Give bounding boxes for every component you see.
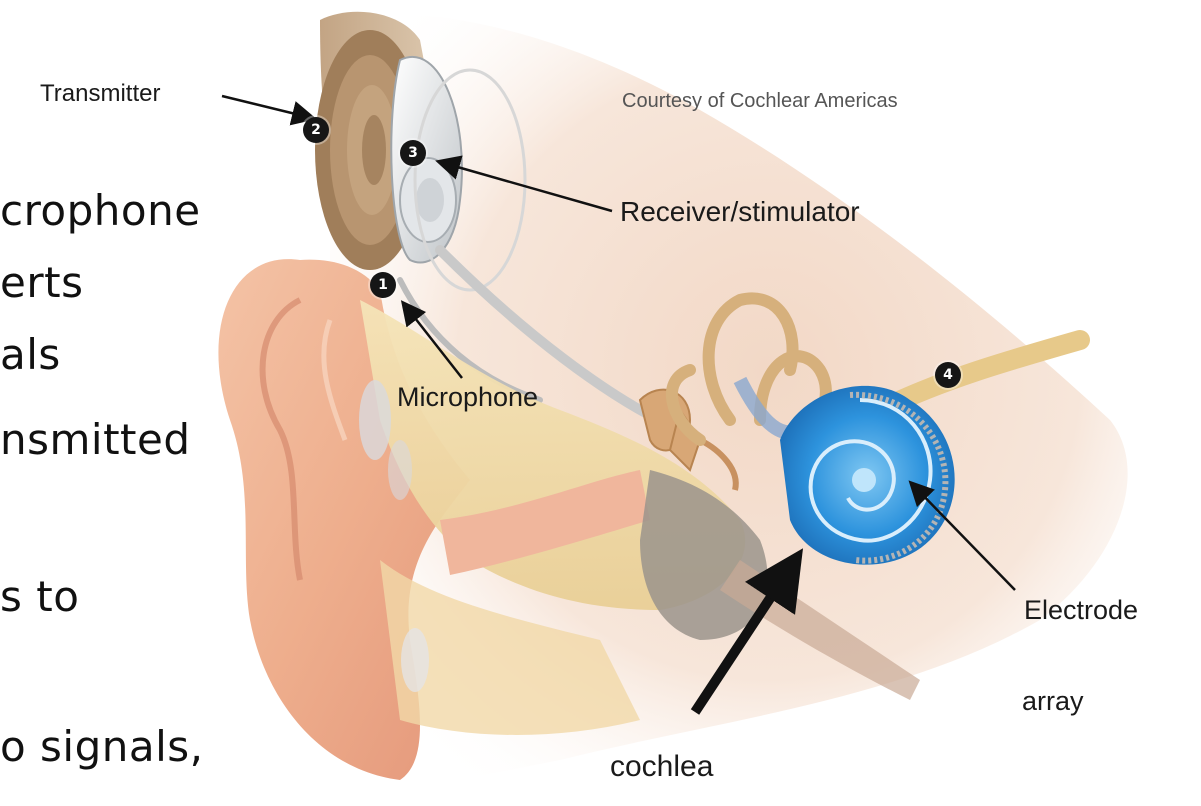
courtesy-credit: Courtesy of Cochlear Americas [622,90,898,113]
slide-text-line-2: erts [0,262,83,304]
slide-text-line-3: als [0,334,61,376]
marker-receiver: 3 [400,140,426,166]
slide-text-line-4: nsmitted [0,419,191,461]
slide-text-line-1: crophone [0,190,201,232]
slide-text-line-6: o signals, [0,726,204,768]
cochlea-label: cochlea [610,750,713,784]
slide-text-line-5: s to [0,576,79,618]
marker-microphone: 1 [370,272,396,298]
marker-electrode-lead: 4 [935,362,961,388]
marker-transmitter: 2 [303,117,329,143]
electrode-label-line2: array [1022,686,1084,717]
transmitter-label: Transmitter [40,80,160,108]
microphone-label: Microphone [397,382,538,413]
receiver-stimulator-label: Receiver/stimulator [620,196,860,228]
electrode-label-line1: Electrode [1024,595,1138,626]
